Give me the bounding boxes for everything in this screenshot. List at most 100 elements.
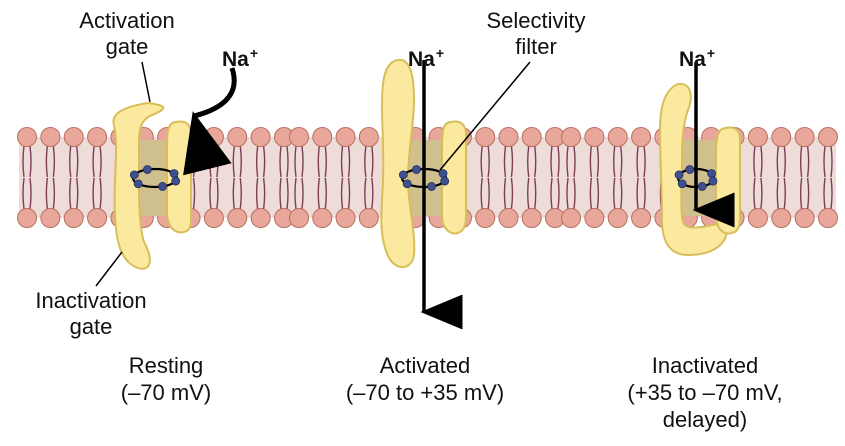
filter-dot bbox=[143, 165, 152, 174]
state-voltage-activated: (–70 to +35 mV) bbox=[345, 380, 505, 405]
lipid-tail bbox=[294, 145, 304, 210]
inactivation-gate-label-line2: gate bbox=[69, 314, 113, 339]
lipid-head bbox=[631, 208, 652, 228]
lipid-head bbox=[747, 127, 768, 147]
filter-dot bbox=[440, 176, 450, 186]
filter-dot bbox=[158, 182, 167, 191]
filter-dot bbox=[402, 179, 412, 189]
lipid-head bbox=[17, 208, 37, 228]
lipid-head bbox=[40, 127, 61, 147]
lipid-head bbox=[203, 208, 224, 228]
lipid-tail bbox=[255, 145, 266, 210]
lipid-head bbox=[818, 208, 838, 228]
lipid-head bbox=[227, 127, 248, 147]
lipid-tail bbox=[613, 145, 623, 210]
lipid-head bbox=[561, 208, 581, 228]
filter-dot bbox=[685, 165, 695, 174]
state-caption-activated: Activated (–70 to +35 mV) bbox=[315, 352, 535, 406]
filter-dot bbox=[438, 169, 448, 178]
state-voltage-inactivated-line2: delayed) bbox=[662, 407, 748, 432]
lipid-tail bbox=[550, 145, 560, 210]
lipid-tail bbox=[480, 145, 490, 210]
lipid-tail bbox=[503, 145, 514, 210]
channel-subunit-inactivated bbox=[715, 126, 742, 235]
lipid-head bbox=[584, 208, 605, 228]
lipid-tail bbox=[566, 145, 576, 210]
lipid-tail bbox=[45, 145, 56, 210]
lipid-tail bbox=[279, 145, 289, 210]
state-caption-inactivated: Inactivated (+35 to –70 mV, delayed) bbox=[600, 352, 810, 433]
filter-dot bbox=[129, 170, 139, 180]
activation-gate-protein-activated bbox=[380, 58, 416, 269]
state-voltage-inactivated-line1: (+35 to –70 mV, bbox=[627, 380, 783, 405]
filter-dot bbox=[674, 170, 684, 180]
filter-dot bbox=[171, 176, 181, 186]
selectivity-filter-label-line2: filter bbox=[515, 34, 557, 59]
state-voltage-resting: (–70 mV) bbox=[120, 380, 212, 405]
activation-gate-label-line1: Activation bbox=[79, 8, 175, 33]
lipid-head bbox=[358, 208, 379, 228]
filter-dot bbox=[133, 179, 143, 189]
overlays-layer bbox=[95, 60, 735, 330]
lipid-head bbox=[312, 127, 333, 147]
lipid-tail bbox=[232, 145, 242, 210]
lipid-tail bbox=[92, 145, 102, 210]
na-influx-arrow-resting bbox=[183, 67, 237, 176]
lipid-head bbox=[584, 127, 605, 147]
channel-subunit-activated bbox=[441, 120, 468, 235]
inactivation-gate-label: Inactivation gate bbox=[16, 288, 166, 340]
inactivation-gate-label-line1: Inactivation bbox=[35, 288, 147, 313]
lipid-head bbox=[607, 208, 628, 228]
state-caption-resting: Resting (–70 mV) bbox=[96, 352, 236, 406]
filter-dot bbox=[398, 170, 408, 180]
filter-dot bbox=[412, 165, 421, 174]
lipid-tail bbox=[636, 145, 646, 210]
lipid-tail bbox=[22, 145, 32, 210]
lipid-head bbox=[63, 208, 84, 228]
activation-gate-label-line2: gate bbox=[105, 34, 149, 59]
na-ion-label-inactivated: Na+ bbox=[679, 45, 716, 71]
lipid-head bbox=[203, 127, 224, 147]
filter-dot bbox=[708, 176, 718, 186]
filter-dot bbox=[427, 182, 436, 191]
activation-gate-label: Activation gate bbox=[58, 8, 196, 60]
lipid-tail bbox=[69, 145, 79, 210]
channel-subunit-resting bbox=[166, 120, 193, 234]
lipid-head bbox=[358, 127, 379, 147]
na-ion-label-resting: Na+ bbox=[222, 45, 259, 71]
lipid-head bbox=[498, 208, 519, 228]
lipid-tail bbox=[753, 145, 763, 210]
lipid-tail bbox=[340, 145, 351, 210]
lipid-head bbox=[771, 127, 792, 147]
lipid-tail bbox=[527, 145, 537, 210]
lipid-head bbox=[250, 127, 271, 147]
selectivity-filter-label: Selectivity filter bbox=[470, 8, 602, 60]
lipid-head bbox=[607, 127, 628, 147]
selectivity-filter-label-line1: Selectivity bbox=[486, 8, 586, 33]
lipid-head bbox=[498, 127, 519, 147]
lipid-head bbox=[17, 127, 37, 147]
lipid-head bbox=[335, 208, 356, 228]
lipid-head bbox=[794, 208, 815, 228]
state-name-activated: Activated bbox=[379, 353, 471, 378]
lipid-head bbox=[335, 127, 356, 147]
lipid-head bbox=[747, 208, 768, 228]
lipid-tail bbox=[776, 145, 786, 210]
lipid-tail bbox=[364, 145, 374, 210]
lipid-head bbox=[631, 127, 652, 147]
lipid-head bbox=[475, 208, 496, 228]
lipid-tail bbox=[799, 145, 810, 210]
lipid-head bbox=[289, 127, 309, 147]
lipid-head bbox=[561, 127, 581, 147]
leader-activation-gate bbox=[141, 61, 151, 103]
state-name-resting: Resting bbox=[128, 353, 204, 378]
filter-dot bbox=[707, 169, 716, 178]
filter-dot bbox=[677, 179, 687, 189]
lipid-head bbox=[521, 208, 542, 228]
lipid-head bbox=[818, 127, 838, 147]
na-ion-label-activated: Na+ bbox=[408, 45, 445, 71]
lipid-head bbox=[250, 208, 271, 228]
lipid-head bbox=[87, 208, 108, 228]
